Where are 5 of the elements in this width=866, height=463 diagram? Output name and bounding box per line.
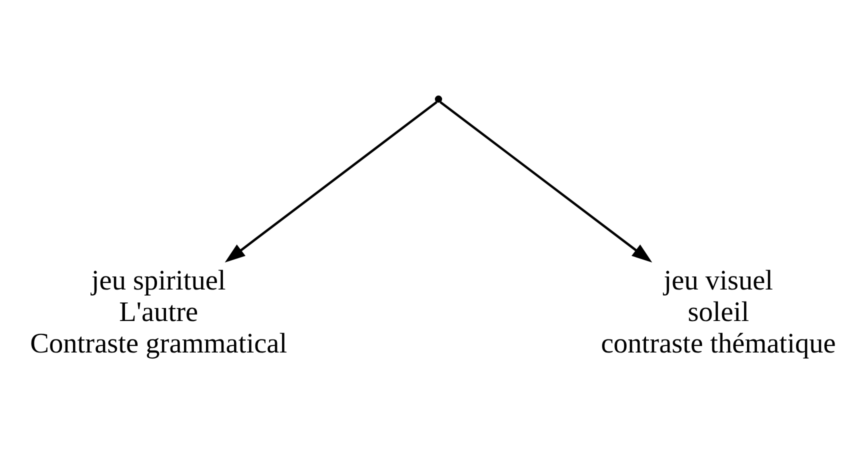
node-point bbox=[434, 95, 442, 102]
arrow bbox=[440, 100, 652, 262]
node-text: jeu spirituel L'autre Contraste grammatical bbox=[30, 265, 288, 360]
arrow bbox=[224, 100, 438, 262]
node-text: jeu visuel soleil contraste thématique bbox=[600, 265, 836, 360]
